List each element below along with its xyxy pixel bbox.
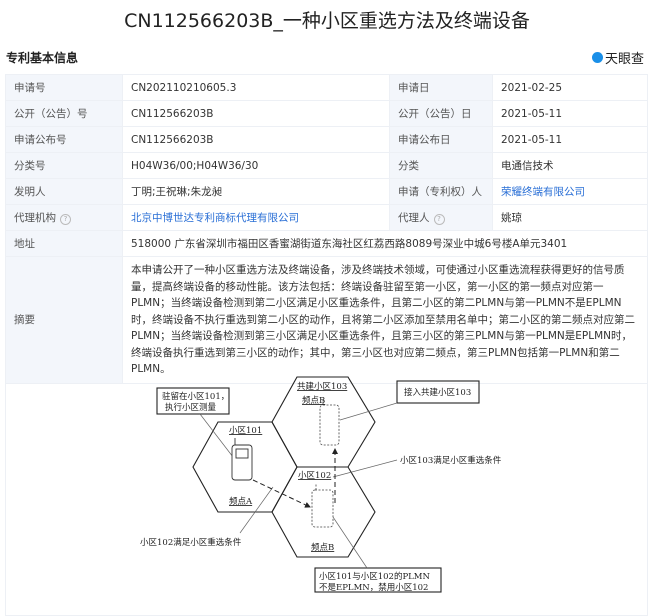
label: 申请（专利权）人 (389, 178, 493, 205)
cell-102-label: 小区102 (298, 470, 331, 481)
applicant-link[interactable]: 荣耀终端有限公司 (492, 178, 648, 205)
reselect-arrow-102 (252, 479, 311, 508)
leader-line (199, 413, 234, 458)
label: 申请号 (5, 74, 123, 101)
page-title: CN112566203B_一种小区重选方法及终端设备 (124, 10, 530, 32)
label: 代理机构 (14, 212, 56, 224)
value: 姚琼 (492, 204, 648, 231)
bar-label: 不是EPLMN，禁用小区102 (319, 582, 428, 593)
section-title: 专利基本信息 (6, 51, 79, 65)
label: 分类号 (5, 152, 123, 179)
value: H04W36/00;H04W36/30 (122, 152, 390, 179)
address-value: 518000 广东省深圳市福田区香蜜湖街道东海社区红荔西路8089号深业中城6号… (122, 230, 648, 257)
value: 2021-05-11 (492, 126, 648, 153)
cell-101-label: 小区101 (229, 425, 262, 436)
bar-box (314, 567, 442, 593)
leader-line (332, 459, 398, 478)
label: 代理人 (398, 212, 430, 224)
value: CN202110210605.3 (122, 74, 390, 101)
label: 申请日 (389, 74, 493, 101)
table-row: 代理机构?北京中博世达专利商标代理有限公司代理人?姚琼 (5, 204, 648, 231)
tianyancha-logo[interactable]: 天眼查 (591, 48, 644, 67)
access-box (396, 380, 480, 404)
camp-label: 执行小区测量 (165, 402, 217, 413)
label: 公开（公告）日 (389, 100, 493, 127)
value: CN112566203B (122, 126, 390, 153)
cond-102-label: 小区102满足小区重选条件 (140, 537, 242, 548)
agency-link[interactable]: 北京中博世达专利商标代理有限公司 (122, 204, 390, 231)
leader-line (339, 402, 398, 421)
label: 申请公布号 (5, 126, 123, 153)
phone-dashed-icon (311, 484, 334, 528)
phone-icon (231, 438, 253, 481)
value: 丁明;王祝琳;朱龙昶 (122, 178, 390, 205)
freq-b-label: 频点B (311, 542, 334, 553)
label-cell: 代理机构? (5, 204, 123, 231)
label: 地址 (5, 230, 123, 257)
table-row: 摘要本申请公开了一种小区重选方法及终端设备，涉及终端技术领域，可使通过小区重选流… (5, 256, 648, 384)
access-label: 接入共建小区103 (404, 387, 471, 398)
leader-line (239, 486, 274, 534)
question-circle-icon[interactable]: ? (60, 214, 71, 225)
brand-name: 天眼查 (604, 52, 644, 67)
label: 分类 (389, 152, 493, 179)
camp-label: 驻留在小区101， (162, 391, 229, 402)
freq-a-label: 频点A (229, 496, 253, 507)
freq-b-label: 频点B (302, 395, 325, 406)
question-circle-icon[interactable]: ? (433, 214, 445, 225)
cell-103-label: 共建小区103 (297, 381, 347, 392)
cell-102-hexagon (271, 466, 376, 558)
abstract-figure: 驻留在小区101， 执行小区测量 接入共建小区103 共建小区103 频点B 小… (140, 376, 502, 593)
label: 摘要 (5, 256, 123, 384)
logo-icon (591, 52, 603, 63)
table-row: 发明人丁明;王祝琳;朱龙昶申请（专利权）人荣耀终端有限公司 (5, 178, 648, 205)
bar-label: 小区101与小区102的PLMN (319, 571, 431, 582)
camp-box (156, 387, 230, 415)
cond-103-label: 小区103满足小区重选条件 (400, 455, 502, 466)
leader-line (332, 516, 368, 569)
phone-dashed-icon (319, 398, 340, 446)
